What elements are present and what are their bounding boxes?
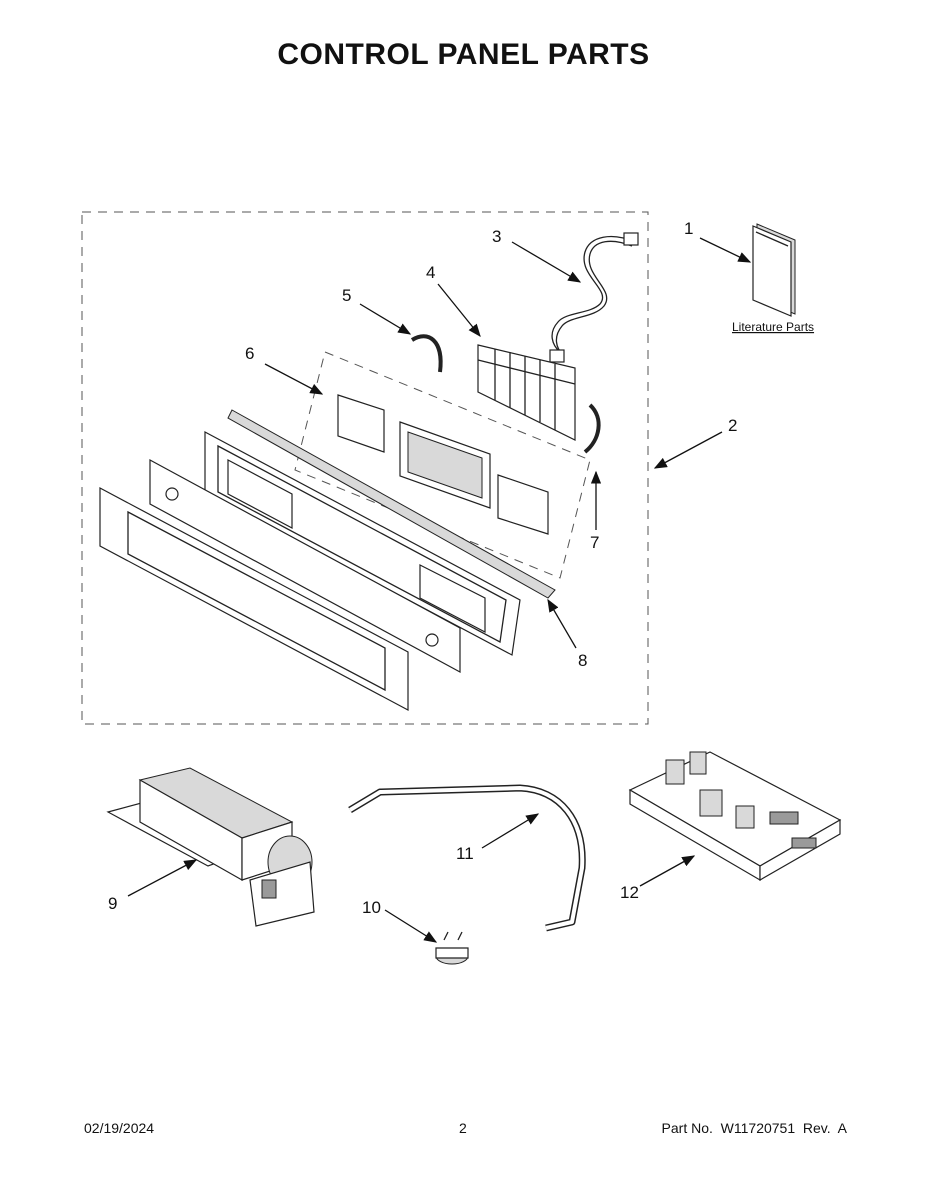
part-3-wire-harness[interactable]: [549, 232, 639, 363]
footer-date: 02/19/2024: [84, 1120, 155, 1136]
outer-trim-frame[interactable]: [99, 487, 409, 711]
control-panel-housing[interactable]: [204, 431, 521, 656]
callout-10: 10: [362, 898, 381, 917]
callout-11: 11: [456, 844, 474, 863]
callout-1: 1: [684, 219, 693, 238]
footer-part-number: Part No. W11720751 Rev. A: [661, 1120, 847, 1136]
part-7-cable[interactable]: [583, 403, 601, 454]
callout-6: 6: [245, 344, 254, 363]
literature-parts-label: Literature Parts: [732, 320, 814, 334]
part-1-literature[interactable]: [752, 223, 796, 317]
callout-12: 12: [620, 883, 639, 902]
display-board[interactable]: [399, 421, 491, 509]
part-6-insulation-pads[interactable]: [294, 351, 591, 579]
footer-page-number: 2: [459, 1120, 467, 1136]
part-10-thermostat[interactable]: [435, 931, 469, 965]
glass-panel[interactable]: [149, 458, 461, 674]
part-4-touch-overlay[interactable]: [477, 344, 576, 441]
callout-4: 4: [426, 263, 435, 282]
callout-3: 3: [492, 227, 501, 246]
callout-5: 5: [342, 286, 351, 305]
control-panel-assembly-boundary: [81, 211, 649, 725]
part-12-control-board[interactable]: [628, 751, 842, 882]
callout-2: 2: [728, 416, 737, 435]
callout-7: 7: [590, 533, 599, 552]
callout-8: 8: [578, 651, 587, 670]
part-9-blower-motor[interactable]: [106, 767, 315, 927]
callout-9: 9: [108, 894, 117, 913]
part-5-grommet[interactable]: [410, 334, 443, 373]
page-title: CONTROL PANEL PARTS: [277, 38, 650, 71]
part-8-trim-strip[interactable]: [227, 409, 556, 599]
